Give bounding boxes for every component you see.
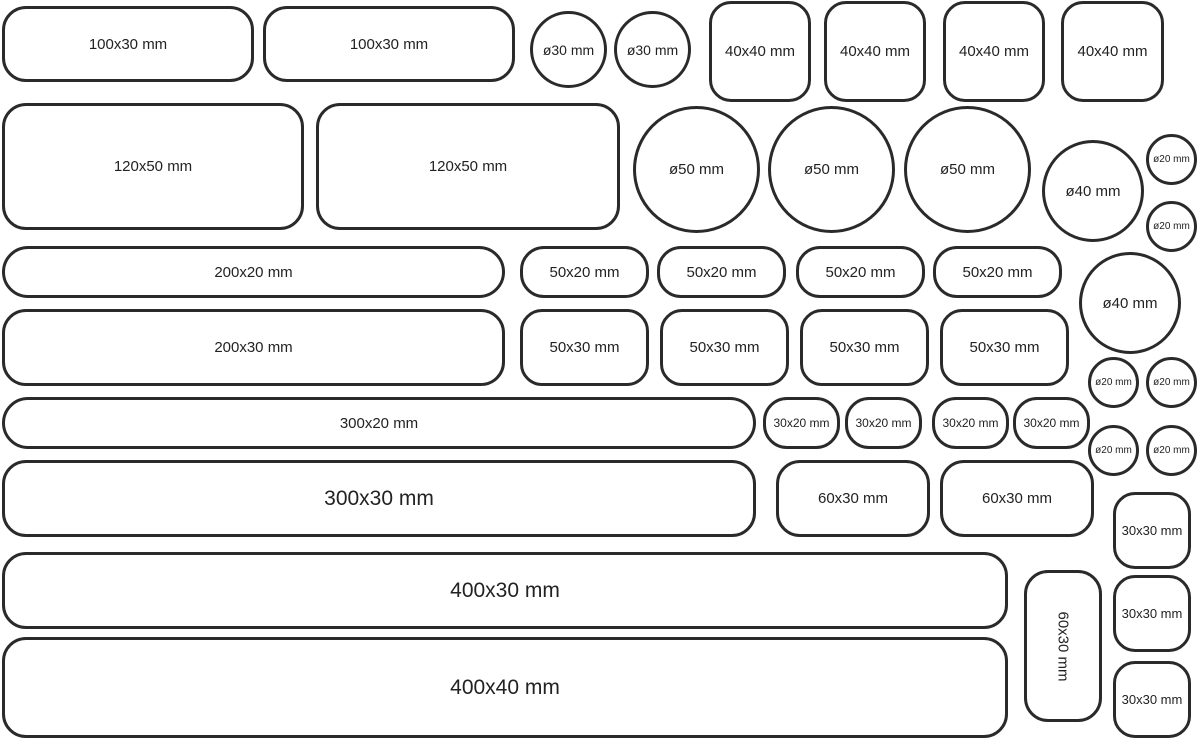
- rect-50x20-c: 50x20 mm: [796, 246, 925, 298]
- shape-label: 100x30 mm: [349, 35, 429, 53]
- circle-20-c: ø20 mm: [1088, 357, 1139, 408]
- shape-label: ø50 mm: [939, 161, 995, 178]
- circle-30-a: ø30 mm: [530, 11, 607, 88]
- rect-120x50-b: 120x50 mm: [316, 103, 620, 230]
- rect-50x30-a: 50x30 mm: [520, 309, 649, 386]
- shape-label: 50x20 mm: [686, 263, 757, 281]
- rect-200x20: 200x20 mm: [2, 246, 505, 298]
- rect-30x30-c: 30x30 mm: [1113, 661, 1191, 738]
- rect-120x50-a: 120x50 mm: [2, 103, 304, 230]
- circle-50-a: ø50 mm: [633, 106, 760, 233]
- shape-label: 400x40 mm: [450, 675, 560, 699]
- circle-40-b: ø40 mm: [1079, 252, 1181, 354]
- shape-label: ø50 mm: [668, 161, 724, 178]
- rect-50x20-a: 50x20 mm: [520, 246, 649, 298]
- rect-60x30-vertical: 60x30 mm: [1024, 570, 1102, 722]
- rect-400x30: 400x30 mm: [2, 552, 1008, 629]
- shape-label: 50x20 mm: [962, 263, 1033, 281]
- rect-30x20-a: 30x20 mm: [763, 397, 840, 449]
- rect-60x30-a: 60x30 mm: [776, 460, 930, 537]
- shape-label: 120x50 mm: [113, 158, 193, 175]
- shape-label: 50x20 mm: [549, 263, 620, 281]
- shape-label: 50x20 mm: [825, 263, 896, 281]
- shape-label: ø20 mm: [1153, 377, 1190, 388]
- shape-label: 40x40 mm: [958, 43, 1030, 60]
- shape-label: 40x40 mm: [724, 43, 796, 60]
- shape-label: 40x40 mm: [839, 43, 911, 60]
- shape-label: 30x30 mm: [1121, 606, 1183, 621]
- shape-label: ø30 mm: [542, 41, 595, 58]
- rect-40x40-b: 40x40 mm: [824, 1, 926, 102]
- shape-label: ø40 mm: [1102, 294, 1158, 312]
- shape-label: 40x40 mm: [1077, 43, 1148, 60]
- circle-20-a: ø20 mm: [1146, 134, 1197, 185]
- shape-label: 60x30 mm: [817, 490, 889, 507]
- shape-label: 60x30 mm: [981, 490, 1053, 507]
- rect-40x40-a: 40x40 mm: [709, 1, 811, 102]
- shape-label: ø20 mm: [1095, 445, 1132, 456]
- circle-40-a: ø40 mm: [1042, 140, 1144, 242]
- circle-30-b: ø30 mm: [614, 11, 691, 88]
- shape-label: 50x30 mm: [829, 339, 900, 356]
- rect-100x30-b: 100x30 mm: [263, 6, 515, 82]
- rect-50x30-b: 50x30 mm: [660, 309, 789, 386]
- shape-label: ø50 mm: [803, 161, 859, 178]
- shape-label: ø40 mm: [1065, 182, 1121, 200]
- shape-label: 200x30 mm: [214, 339, 293, 356]
- shape-label: ø20 mm: [1095, 377, 1132, 388]
- shape-label: 30x30 mm: [1121, 523, 1183, 538]
- rect-50x30-d: 50x30 mm: [940, 309, 1069, 386]
- shape-label: 30x20 mm: [773, 416, 830, 430]
- rect-300x30: 300x30 mm: [2, 460, 756, 537]
- shape-label: 50x30 mm: [689, 339, 760, 356]
- rect-100x30-a: 100x30 mm: [2, 6, 254, 82]
- rect-30x20-b: 30x20 mm: [845, 397, 922, 449]
- shape-label: 50x30 mm: [969, 339, 1040, 356]
- shape-label: ø20 mm: [1153, 221, 1190, 232]
- rect-30x30-a: 30x30 mm: [1113, 492, 1191, 569]
- circle-50-c: ø50 mm: [904, 106, 1031, 233]
- shape-label: 100x30 mm: [88, 35, 168, 53]
- rect-30x30-b: 30x30 mm: [1113, 575, 1191, 652]
- circle-20-b: ø20 mm: [1146, 201, 1197, 252]
- shape-label: ø30 mm: [626, 41, 679, 58]
- rect-300x20: 300x20 mm: [2, 397, 756, 449]
- rect-30x20-c: 30x20 mm: [932, 397, 1009, 449]
- shape-label: 300x30 mm: [324, 486, 434, 510]
- shape-label: 30x20 mm: [1023, 416, 1080, 430]
- rect-50x30-c: 50x30 mm: [800, 309, 929, 386]
- rect-40x40-d: 40x40 mm: [1061, 1, 1164, 102]
- shape-label: 30x30 mm: [1121, 692, 1183, 707]
- rect-400x40: 400x40 mm: [2, 637, 1008, 738]
- shape-label: 50x30 mm: [549, 339, 620, 356]
- circle-50-b: ø50 mm: [768, 106, 895, 233]
- shape-label: 400x30 mm: [450, 578, 560, 602]
- shape-label: 300x20 mm: [339, 414, 419, 432]
- rect-30x20-d: 30x20 mm: [1013, 397, 1090, 449]
- circle-20-d: ø20 mm: [1146, 357, 1197, 408]
- shape-label: 60x30 mm: [1054, 610, 1072, 682]
- circle-20-e: ø20 mm: [1088, 425, 1139, 476]
- rect-50x20-d: 50x20 mm: [933, 246, 1062, 298]
- rect-40x40-c: 40x40 mm: [943, 1, 1045, 102]
- rect-60x30-b: 60x30 mm: [940, 460, 1094, 537]
- circle-20-f: ø20 mm: [1146, 425, 1197, 476]
- shape-label: ø20 mm: [1153, 154, 1190, 165]
- shape-label: 30x20 mm: [855, 416, 912, 430]
- shape-label: 30x20 mm: [942, 416, 999, 430]
- shape-label: 200x20 mm: [214, 263, 293, 281]
- rect-50x20-b: 50x20 mm: [657, 246, 786, 298]
- rect-200x30: 200x30 mm: [2, 309, 505, 386]
- shape-label: 120x50 mm: [428, 158, 508, 175]
- shape-label: ø20 mm: [1153, 445, 1190, 456]
